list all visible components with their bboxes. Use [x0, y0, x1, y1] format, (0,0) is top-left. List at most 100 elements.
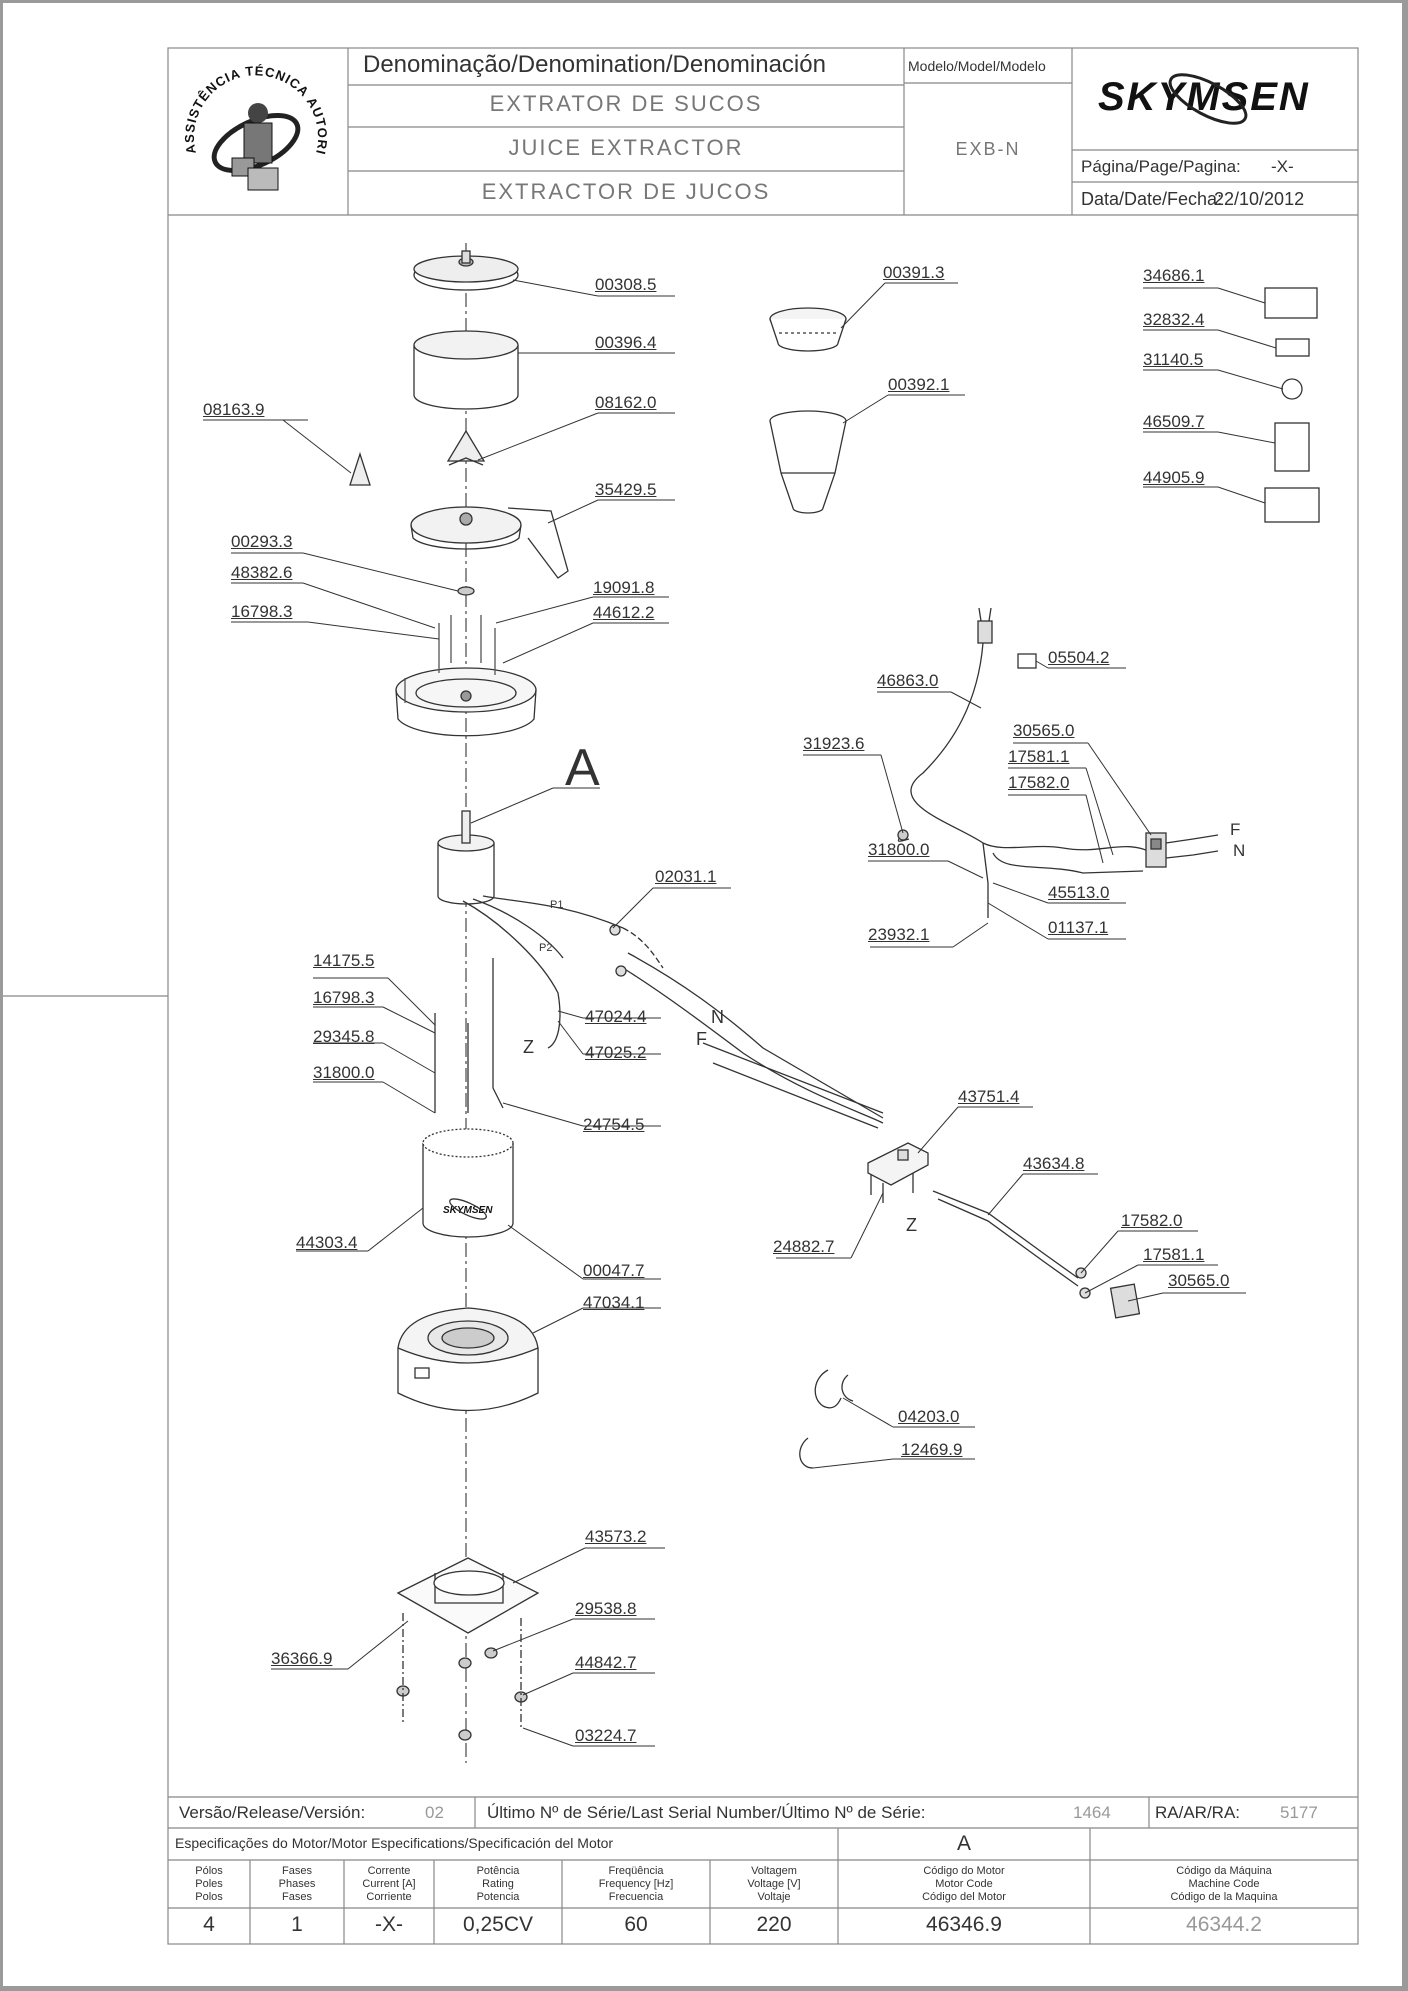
part-number-label: 30565.0	[1168, 1271, 1230, 1290]
part-number-label: 04203.0	[898, 1407, 960, 1426]
part-number-label: 00392.1	[888, 375, 950, 394]
part-number-label: 17581.1	[1143, 1245, 1205, 1264]
part-number-label: 24882.7	[773, 1237, 835, 1256]
part-number-label: 35429.5	[595, 480, 657, 499]
part-number-label: 46509.7	[1143, 412, 1205, 431]
serial-label: Último Nº de Série/Last Serial Number/Úl…	[487, 1803, 926, 1822]
part-number-label: 30565.0	[1013, 721, 1075, 740]
spec-header-line: Polos	[195, 1891, 223, 1903]
spec-header-line: Código del Motor	[922, 1891, 1006, 1903]
part-number-label: 24754.5	[583, 1115, 645, 1134]
part-number-label: 44612.2	[593, 603, 655, 622]
spec-header-line: Machine Code	[1188, 1878, 1260, 1890]
spec-header-line: Potência	[476, 1865, 520, 1877]
wire-label-p1: P1	[550, 899, 563, 911]
brand-logo: SKYMSEN	[1098, 75, 1310, 119]
blank-label	[1264, 487, 1320, 523]
part-number-label: 01137.1	[1048, 918, 1109, 937]
lid-part	[413, 250, 519, 291]
part-number-label: 44303.4	[296, 1233, 358, 1252]
serial-value: 1464	[1073, 1803, 1111, 1822]
part-number-label: 48382.6	[231, 563, 293, 582]
spec-header-line: Poles	[195, 1878, 223, 1890]
spec-column-value: -X-	[375, 1913, 403, 1936]
ground-sticker-icon	[1281, 378, 1303, 400]
spec-header-line: Frequency [Hz]	[598, 1878, 674, 1890]
reamer-small-part	[349, 451, 371, 486]
spec-header-line: Voltage [V]	[747, 1878, 801, 1890]
spec-column-value: 60	[624, 1913, 648, 1936]
motor-housing-part: SKYMSEN	[422, 1128, 514, 1238]
motor-section-label: A	[956, 1832, 971, 1855]
part-number-label: 08162.0	[595, 393, 657, 412]
spec-header-line: Voltaje	[757, 1891, 791, 1903]
part-number-label: 47034.1	[583, 1293, 645, 1312]
part-number-label: 47024.4	[585, 1007, 647, 1026]
model-label: Modelo/Model/Modelo	[908, 58, 1046, 74]
part-number-label: 08163.9	[203, 400, 265, 419]
seal-icon: ASSISTÊNCIA TÉCNICA AUTORIZADA	[171, 46, 329, 191]
page-label: Página/Page/Pagina:	[1081, 157, 1241, 176]
drawing-sheet: ASSISTÊNCIA TÉCNICA AUTORIZADA Denominaç…	[3, 3, 1402, 1986]
wire-label-f2: F	[1230, 820, 1240, 839]
spec-header-line: Rating	[482, 1878, 514, 1890]
part-number-label: 00308.5	[595, 275, 657, 294]
spec-header-line: Código de la Maquina	[1170, 1891, 1278, 1903]
brand-swoosh-icon	[1168, 73, 1248, 125]
part-number-label: 17582.0	[1121, 1211, 1183, 1230]
pulp-cup-part	[769, 410, 847, 514]
part-number-label: 43573.2	[585, 1527, 647, 1546]
version-label: Versão/Release/Versión:	[179, 1803, 366, 1822]
part-number-label: 44842.7	[575, 1653, 637, 1672]
model-value: EXB-N	[955, 139, 1021, 159]
sticker-warning	[1264, 287, 1318, 319]
spec-header-line: Potencia	[476, 1891, 520, 1903]
bottom-plate-part	[396, 1557, 540, 1634]
wire-label-n2: N	[1233, 841, 1245, 860]
part-number-label: 34686.1	[1143, 266, 1205, 285]
wire-label-p2: P2	[539, 942, 552, 954]
part-number-label: 16798.3	[313, 988, 375, 1007]
exploded-view-diagram: SKYMSEN	[203, 243, 1320, 1763]
spec-header-line: Corriente	[366, 1891, 412, 1903]
spec-header-line: Fases	[282, 1891, 312, 1903]
part-number-label: 05504.2	[1048, 648, 1110, 667]
spec-header-line: Motor Code	[935, 1878, 993, 1890]
part-number-label: 02031.1	[655, 867, 717, 886]
part-number-label: 12469.9	[901, 1440, 963, 1459]
part-number-label: 00396.4	[595, 333, 657, 352]
product-name-pt: EXTRATOR DE SUCOS	[489, 91, 763, 116]
wire-label-f1: F	[696, 1029, 707, 1049]
version-value: 02	[425, 1803, 444, 1822]
frame-lines	[3, 47, 1359, 1945]
page-value: -X-	[1271, 157, 1294, 176]
part-number-label: 00047.7	[583, 1261, 645, 1280]
authorized-service-seal: ASSISTÊNCIA TÉCNICA AUTORIZADA	[171, 46, 336, 208]
motor-spec-label: Especificações do Motor/Motor Especifica…	[175, 1835, 614, 1851]
part-number-label: 43751.4	[958, 1087, 1020, 1106]
sticker-small	[1275, 338, 1310, 357]
part-number-label: 17581.1	[1008, 747, 1070, 766]
spec-header-line: Código da Máquina	[1176, 1865, 1272, 1877]
part-number-label: 29345.8	[313, 1027, 375, 1046]
label-plate	[1274, 422, 1310, 472]
part-number-label: 47025.2	[585, 1043, 647, 1062]
spec-header-line: Phases	[278, 1878, 316, 1890]
part-number-label: 03224.7	[575, 1726, 637, 1745]
control-board-part	[867, 1142, 929, 1203]
sieve-part	[769, 307, 847, 352]
part-number-label: 43634.8	[1023, 1154, 1085, 1173]
part-number-label: 00293.3	[231, 532, 293, 551]
part-number-label: 17582.0	[1008, 773, 1070, 792]
part-number-label: 14175.5	[313, 951, 375, 970]
part-number-label: 44905.9	[1143, 468, 1205, 487]
spec-header-line: Pólos	[195, 1865, 223, 1877]
spec-header-line: Voltagem	[751, 1865, 797, 1877]
